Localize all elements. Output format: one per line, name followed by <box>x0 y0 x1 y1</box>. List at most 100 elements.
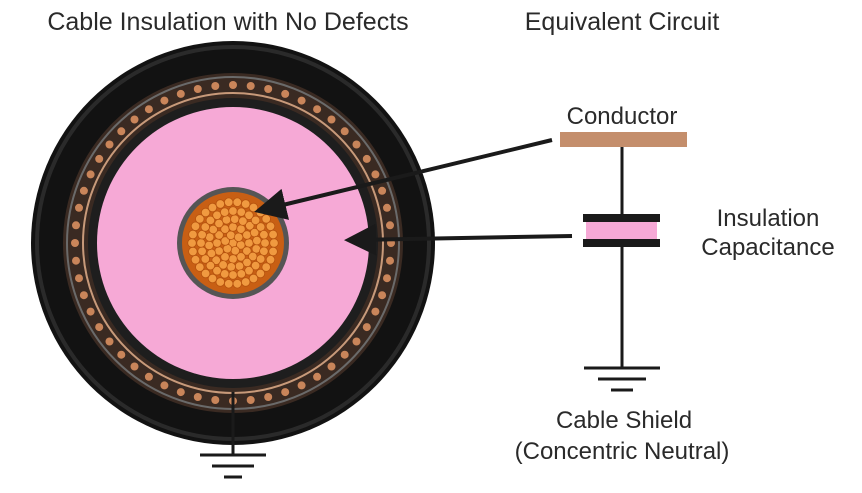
conductor-strand <box>265 255 276 265</box>
conductor-strand <box>223 197 234 207</box>
conductor-strand <box>238 216 248 226</box>
cable-cross-section <box>31 41 435 445</box>
neutral-wire <box>383 203 391 212</box>
conductor-strand <box>228 254 238 264</box>
right-title: Equivalent Circuit <box>525 8 720 36</box>
conductor-strand <box>188 246 198 257</box>
conductor-strand <box>200 222 211 232</box>
neutral-wire <box>281 89 290 98</box>
neutral-wire <box>327 115 336 124</box>
conductor-strand <box>207 273 218 284</box>
conductor-bar <box>560 132 687 147</box>
neutral-wire <box>313 105 322 114</box>
equivalent-circuit <box>560 132 687 392</box>
neutral-wire <box>352 140 361 149</box>
conductor-strand <box>214 230 224 240</box>
insulation-label-line1: Insulation <box>717 205 820 232</box>
neutral-wire <box>160 96 169 105</box>
conductor-strand <box>195 262 205 272</box>
neutral-wire <box>264 85 273 93</box>
shield-label-line1: Cable Shield <box>556 407 692 434</box>
neutral-wire <box>144 105 153 114</box>
conductor-strand <box>188 229 198 240</box>
conductor-strand <box>240 199 251 209</box>
conductor-strand <box>196 238 206 248</box>
neutral-wire <box>95 323 104 332</box>
neutral-wire <box>130 115 139 124</box>
conductor-label: Conductor <box>567 103 678 130</box>
neutral-wire <box>193 393 202 401</box>
conductor-strand <box>245 221 255 231</box>
neutral-wire <box>371 307 380 316</box>
conductor-strand <box>228 206 238 216</box>
neutral-wire <box>160 381 169 390</box>
conductor-strand <box>265 221 276 232</box>
conductor-strand <box>268 229 278 240</box>
conductor-strand <box>211 255 221 265</box>
neutral-wire <box>105 140 114 149</box>
conductor-strand <box>228 222 238 232</box>
conductor-strand <box>255 268 266 279</box>
conductor-strand <box>228 270 238 280</box>
conductor-strand <box>187 238 197 248</box>
conductor-strand <box>212 266 222 276</box>
conductor-strand <box>252 235 262 246</box>
conductor-strand <box>268 246 278 257</box>
conductor-strand <box>240 277 251 287</box>
neutral-wire <box>362 154 371 163</box>
conductor-strand <box>236 269 247 279</box>
conductor-strand <box>242 230 252 240</box>
conductor-strand <box>195 214 205 224</box>
neutral-wire <box>340 350 349 359</box>
conductor-strand <box>207 202 218 213</box>
insulation-label-line2: Capacitance <box>701 234 834 261</box>
conductor-strand <box>197 246 207 257</box>
neutral-wire <box>371 170 380 179</box>
neutral-wire <box>297 96 306 105</box>
neutral-wire <box>86 170 95 179</box>
conductor-strand <box>269 238 279 248</box>
conductor-strand <box>215 277 226 287</box>
conductor-strand <box>233 232 244 243</box>
conductor-strand <box>223 279 234 289</box>
conductor-strand <box>260 238 270 248</box>
neutral-wire <box>79 186 88 195</box>
conductor-strand <box>226 262 236 272</box>
neutral-wire <box>246 396 255 404</box>
neutral-wire <box>79 291 88 300</box>
neutral-wire <box>378 186 387 195</box>
conductor-strand <box>204 240 214 251</box>
neutral-wire <box>386 221 394 230</box>
neutral-wire <box>72 221 80 230</box>
conductor-strand <box>232 279 243 289</box>
conductor-strand <box>200 207 211 218</box>
capacitor-top-plate <box>583 214 660 222</box>
conductor-strand <box>214 246 224 256</box>
conductor-arrow <box>254 138 553 220</box>
conductor-strand <box>190 221 201 232</box>
conductor-strand <box>218 260 228 270</box>
neutral-wire <box>71 239 79 247</box>
conductor-strand <box>261 262 271 272</box>
conductor-strand <box>259 229 269 240</box>
cable-ground-symbol <box>200 392 266 479</box>
neutral-wire <box>211 82 220 90</box>
conductor-strand <box>250 260 261 271</box>
conductor-strand <box>221 215 232 225</box>
neutral-wire <box>211 396 220 404</box>
conductor-strand <box>215 199 226 209</box>
neutral-wire <box>281 388 290 397</box>
neutral-wire <box>264 393 273 401</box>
neutral-wire <box>386 256 394 265</box>
neutral-wire <box>313 372 322 381</box>
concentric-neutral-wires <box>71 81 395 405</box>
left-title: Cable Insulation with No Defects <box>47 8 408 36</box>
neutral-wire <box>352 337 361 346</box>
neutral-wire <box>95 154 104 163</box>
neutral-wire <box>86 307 95 316</box>
neutral-wire <box>117 350 126 359</box>
conductor-strand <box>190 255 201 265</box>
conductor-strand <box>205 260 216 271</box>
neutral-wire <box>193 85 202 93</box>
